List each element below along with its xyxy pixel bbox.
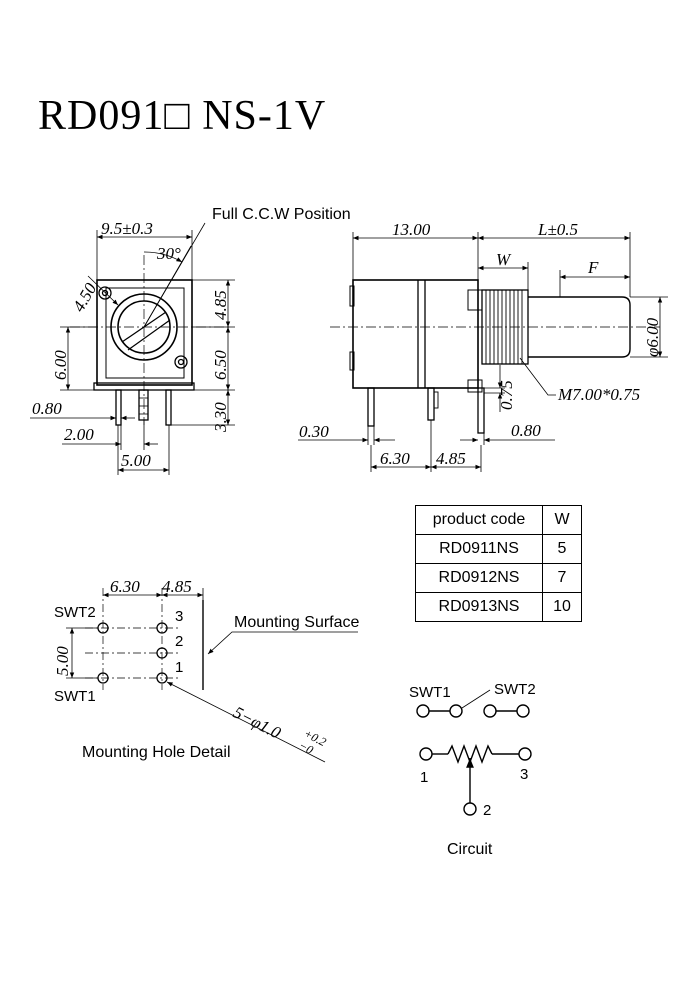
dim-t030: 0.30 [299, 422, 329, 441]
table-header-code: product code [415, 505, 543, 535]
circuit-diagram [416, 689, 532, 816]
circuit-swt1: SWT1 [409, 684, 451, 701]
dim-knob: 4.50 [69, 279, 101, 315]
table-cell-w: 5 [542, 534, 582, 564]
hole-tol-minus: −0 [297, 738, 316, 757]
dim-h-mid: 6.50 [211, 350, 230, 380]
dim-b630: 6.30 [380, 449, 410, 468]
table-cell-code: RD0912NS [415, 563, 543, 593]
mount-pin1: 1 [175, 659, 183, 676]
mount-dim-b: 4.85 [162, 577, 192, 596]
front-view [30, 222, 235, 475]
table-cell-code: RD0913NS [415, 592, 543, 622]
circuit-caption: Circuit [447, 841, 493, 858]
table-row: RD0913NS 10 [415, 592, 582, 622]
dim-pin-len: 3.30 [211, 402, 230, 433]
table-cell-w: 10 [542, 592, 582, 622]
mount-pin2: 2 [175, 633, 183, 650]
dim-t075: 0.75 [497, 380, 516, 410]
mount-swt1: SWT1 [54, 688, 96, 705]
dim-angle: 30° [156, 244, 181, 263]
table-header-w: W [542, 505, 582, 535]
ccw-label: Full C.C.W Position [212, 206, 351, 223]
dim-h-top: 4.85 [211, 290, 230, 320]
dim-shaft-len: L±0.5 [537, 220, 578, 239]
mounting-surface-label: Mounting Surface [234, 614, 360, 631]
dim-w: W [496, 250, 512, 269]
table-row: RD0912NS 7 [415, 563, 582, 593]
dim-width: 9.5±0.3 [101, 219, 153, 238]
mount-swt2: SWT2 [54, 604, 96, 621]
mounting-caption: Mounting Hole Detail [82, 744, 231, 761]
dim-t080: 0.80 [511, 421, 541, 440]
circuit-swt2: SWT2 [494, 681, 536, 698]
product-table: product code W RD0911NS 5 RD0912NS 7 RD0… [415, 505, 582, 622]
circuit-pin1: 1 [420, 769, 428, 786]
dim-thread: M7.00*0.75 [557, 385, 640, 404]
hole-spec: 5−φ1.0 [230, 703, 284, 743]
mount-dim-v: 5.00 [53, 646, 72, 676]
circuit-pin3: 3 [520, 766, 528, 783]
table-cell-w: 7 [542, 563, 582, 593]
dim-body: 13.00 [392, 220, 431, 239]
table-row: RD0911NS 5 [415, 534, 582, 564]
page-title: RD091□ NS-1V [38, 93, 327, 139]
mounting-hole-detail [66, 588, 358, 763]
mount-dim-a: 6.30 [110, 577, 140, 596]
dimension-labels: Full C.C.W Position 9.5±0.3 30° 4.50 4.8… [32, 206, 662, 858]
dim-f: F [587, 258, 599, 277]
table-cell-code: RD0911NS [415, 534, 543, 564]
dim-h-left: 6.00 [51, 350, 70, 380]
dim-pin-span: 5.00 [121, 451, 151, 470]
circuit-pin2: 2 [483, 802, 491, 819]
side-view [298, 232, 668, 472]
dim-b485: 4.85 [436, 449, 466, 468]
dim-pin-pitch: 2.00 [64, 425, 94, 444]
table-header-row: product code W [415, 505, 582, 535]
dim-dia: φ6.00 [643, 317, 662, 357]
mount-pin3: 3 [175, 608, 183, 625]
dim-pin-w: 0.80 [32, 399, 62, 418]
